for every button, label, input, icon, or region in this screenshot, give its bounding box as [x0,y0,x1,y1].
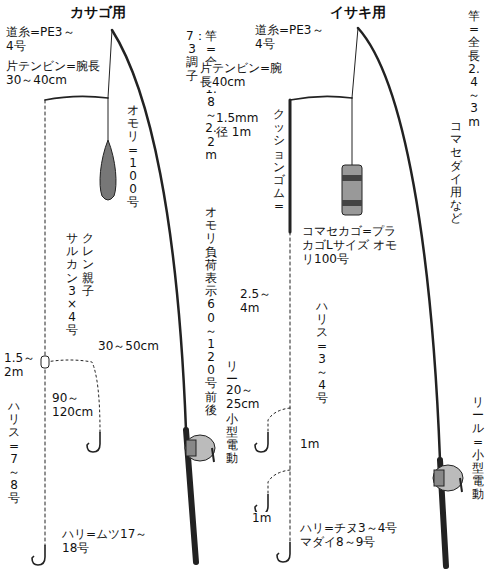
rig-label: 片テンビン=腕長40cm [200,62,284,90]
rig-label: 道糸=PE3～4号 [6,26,78,54]
rig-label: 1m [300,438,319,452]
rig-label: リール=小型電動 [226,360,238,466]
reel [185,435,215,462]
rig-label: クレン親子 [82,232,94,298]
basket-band [342,175,362,181]
basket-band [342,200,362,206]
rig-label: 7：3調子 [186,30,198,83]
rig-label: 20～25cm [226,384,264,412]
rig-label: 90～120cm [52,392,92,420]
rig-label: 道糸=PE3～4号 [255,24,327,52]
rig-label: 1m [252,512,271,526]
hook [255,432,268,452]
rig-label: 竿=全長1.8～2.2m [205,30,217,162]
rig-label: 2.5～4m [240,288,274,316]
main-line [352,28,358,98]
rig-label: オモリ負荷表示60～120号前後 [205,206,217,417]
rig-label: 1.5～2m [4,352,38,380]
hook [32,545,45,565]
main-line [108,30,112,98]
rig-label: 1.5mm径 1m [216,112,268,140]
cushion-rubber [289,100,292,232]
rig-title: イサキ用 [330,4,386,20]
rod [112,30,186,430]
branch-line [46,360,100,432]
rig-label: ハリス=7～8号 [8,400,20,506]
basket-line [352,98,353,165]
hook [277,542,290,562]
hook [87,432,100,452]
branch-line [268,470,290,494]
rig-label: リール=小型電動 [472,396,484,502]
sinker [100,140,116,200]
rig-label: 30～50cm [98,340,159,354]
rig-label: オモリ=100号 [127,104,139,210]
rig-label: コマセカゴ=プラカゴLサイズ オモリ100号 [302,225,406,266]
leader-line [290,232,291,542]
tenbin-arm [45,96,108,100]
rig-label: 竿=全長2.4～3m [468,10,480,129]
sinker-line [108,98,109,140]
rig-title: カサゴ用 [70,4,126,20]
hook [255,494,268,514]
tenbin-arm [290,96,352,100]
komase-basket [342,165,362,215]
leader-line [45,100,46,545]
rod-grip [186,430,196,562]
rig-label: 片テンビン=腕長30～40cm [6,60,102,88]
rig-label: クッションゴム= [273,108,285,214]
swivel [41,356,49,368]
rig-label: コマセダイ用など [450,120,462,226]
reel [433,465,463,492]
branch-line [268,408,290,432]
rig-label: サルカン3×4号 [66,232,78,338]
rig-label: ハリ=チヌ3～4号 マダイ8～9号 [300,522,410,550]
rig-label: ハリス=3～4号 [316,300,328,406]
rig-label: ハリ=ムツ17～18号 [62,528,152,556]
